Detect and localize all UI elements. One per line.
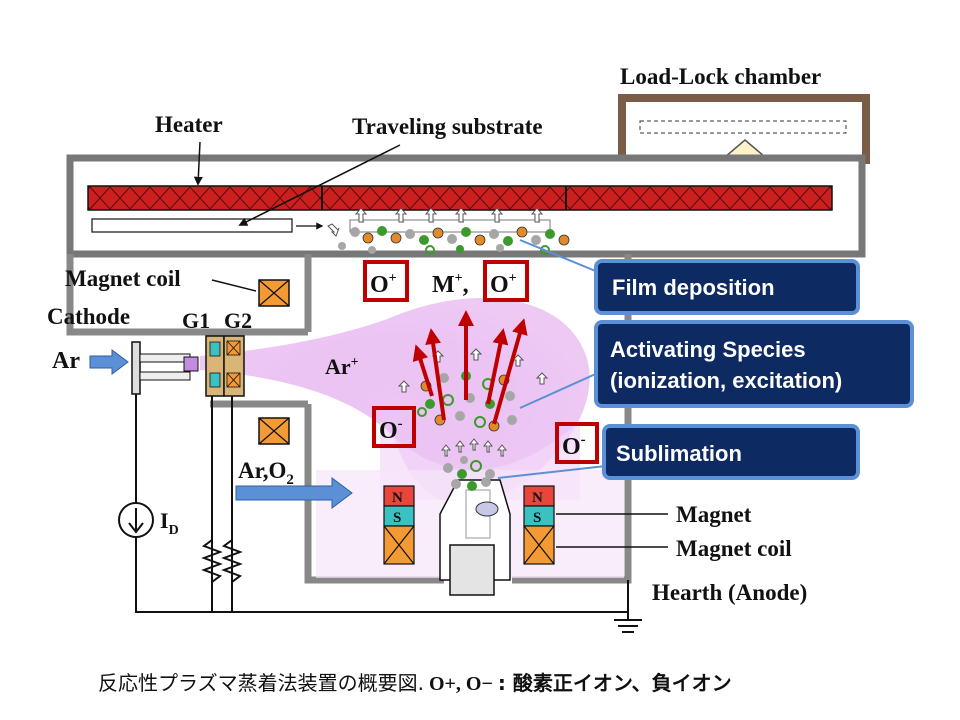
callout-film-deposition	[594, 259, 860, 315]
ion-label-m-plus: M+,	[432, 271, 469, 298]
hearth-anode	[439, 479, 511, 596]
magnet-right	[523, 485, 555, 565]
ion-trajectories	[412, 310, 528, 425]
flux-arrows	[327, 207, 549, 457]
sublimation-pointer	[497, 465, 607, 479]
heater-label: Heater	[155, 112, 223, 137]
g1-label: G1	[182, 308, 210, 333]
callout-sublimation	[602, 424, 860, 480]
ar-o2-label: Ar,O2	[238, 458, 294, 488]
svg-text:O-: O-	[562, 432, 586, 460]
id-label: ID	[160, 508, 179, 538]
plasma-plume	[200, 298, 590, 500]
svg-text:O+: O+	[490, 271, 517, 298]
callout-sublimation-text: Sublimation	[616, 441, 742, 466]
ion-label-o-plus-right: O+	[483, 260, 529, 302]
magnet-left-s: S	[393, 510, 401, 526]
load-lock-label: Load-Lock chamber	[620, 64, 821, 89]
grid-g1	[205, 335, 225, 397]
caption: 反応性プラズマ蒸着法装置の概要図. O+, O− : 酸素正イオン、負イオン	[98, 671, 732, 695]
callout-activating-text-1: Activating Species	[610, 337, 806, 362]
cathode-assembly	[131, 341, 199, 395]
magnet-left	[383, 485, 415, 565]
magnet-coil-left	[258, 279, 290, 307]
ion-label-o-minus-right: O-	[555, 422, 599, 464]
ar-plus-label: Ar+	[325, 354, 359, 379]
magnet-coil-left-label: Magnet coil	[65, 266, 181, 291]
ar-o2-inlet-arrow	[235, 477, 353, 509]
substrate-pointer	[238, 144, 401, 226]
g2-label: G2	[224, 308, 252, 333]
hearth-label: Hearth (Anode)	[652, 580, 807, 605]
callout-activating-species	[594, 320, 914, 408]
callout-film-text: Film deposition	[612, 275, 775, 300]
traveling-substrate-label: Traveling substrate	[352, 114, 543, 139]
magnet-right-n: N	[532, 490, 543, 506]
grid-g2	[223, 335, 245, 397]
heater-pointer	[193, 141, 203, 186]
particles-sublimation	[443, 456, 495, 491]
particles-plasma	[417, 371, 517, 432]
magnet-right-s: S	[533, 510, 541, 526]
left-chamber-wall	[66, 254, 308, 408]
magnet-coil-left-pointer	[211, 279, 257, 292]
cathode-label: Cathode	[47, 304, 130, 329]
magnet-left-n: N	[392, 490, 403, 506]
callout-activating-text-2: (ionization, excitation)	[610, 368, 842, 393]
svg-text:O+: O+	[370, 271, 397, 298]
traveling-substrate	[91, 218, 293, 233]
deposition-plate	[349, 219, 551, 233]
film-pointer	[519, 239, 599, 273]
ar-inlet-arrow	[89, 349, 129, 375]
ion-label-o-plus-left: O+	[363, 260, 409, 302]
current-direction-arrow	[128, 508, 144, 534]
magnet-label: Magnet	[676, 502, 752, 527]
magnet-coil-left-lower	[258, 417, 290, 445]
magnet-coil-right-label: Magnet coil	[676, 536, 792, 561]
ar-label: Ar	[52, 348, 80, 374]
heater-element	[87, 185, 833, 211]
ion-label-o-minus-left: O-	[372, 406, 416, 448]
svg-text:O-: O-	[379, 416, 403, 444]
particles-deposition	[338, 226, 570, 255]
activating-pointer	[519, 371, 601, 409]
